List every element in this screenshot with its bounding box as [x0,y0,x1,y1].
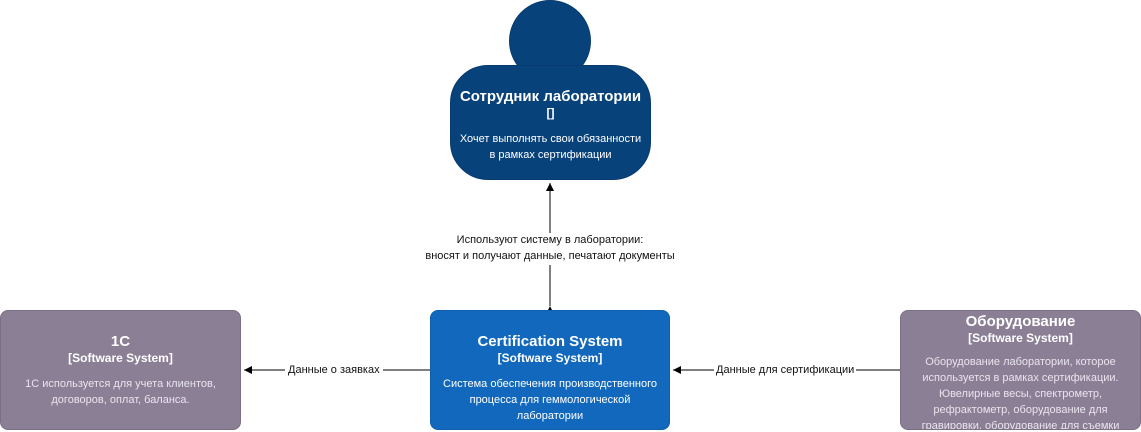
system-description: Система обеспечения производственного пр… [443,378,657,423]
external-1c-name: 1C [110,333,131,350]
external-equipment-tag: [Software System] [968,331,1073,345]
system-tag: [Software System] [497,351,603,365]
relationship-label-system-1c: Данные о заявках [285,363,383,379]
external-system-equipment[interactable]: Оборудование [Software System] Оборудова… [900,310,1141,430]
system-name: Certification System [477,333,623,350]
system-certification[interactable]: Certification System [Software System] С… [430,310,670,430]
person-description: Хочет выполнять свои обязанности в рамка… [459,133,642,162]
relationship-label-line1: Используют систему в лаборатории: [456,234,644,246]
external-1c-description: 1С используется для учета клиентов, дого… [25,378,216,407]
relationship-label-person-system: Используют систему в лаборатории: вносят… [405,233,695,265]
relationship-label-equipment-system: Данные для сертификации [714,363,857,379]
external-equipment-description: Оборудование лаборатории, которое исполь… [921,356,1120,430]
external-equipment-name: Оборудование [965,313,1076,330]
person-tag: [] [546,106,555,120]
external-system-1c[interactable]: 1C [Software System] 1С используется для… [0,310,241,430]
person-name: Сотрудник лаборатории [459,88,642,105]
person-lab-employee[interactable]: Сотрудник лаборатории [] Хочет выполнять… [450,65,651,180]
relationship-label-line2: вносят и получают данные, печатают докум… [425,249,675,262]
external-1c-tag: [Software System] [68,351,173,365]
